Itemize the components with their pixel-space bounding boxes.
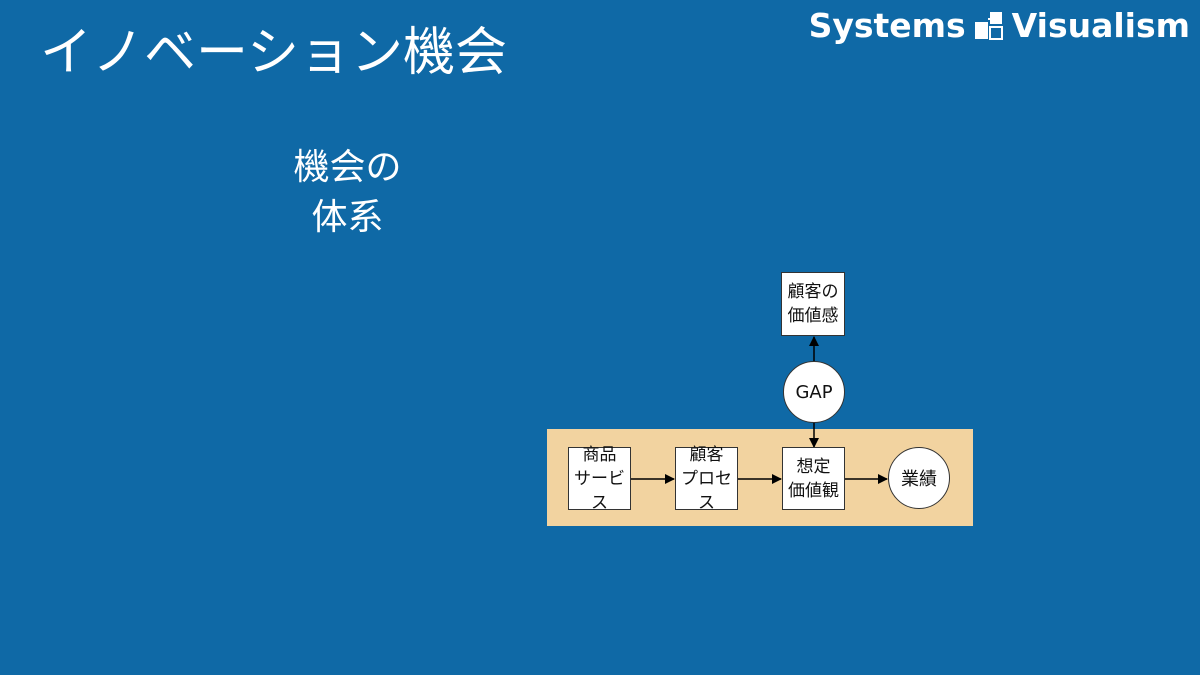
node-value-perception-label: 顧客の 価値感 (787, 282, 839, 326)
node-product-service: 商品 サービス (568, 445, 631, 513)
node-product-service-label: 商品 サービス (574, 444, 625, 513)
node-gap: GAP (783, 361, 845, 423)
systems-visualism-logo-icon (974, 11, 1003, 40)
node-customer-process: 顧客 プロセス (675, 445, 738, 513)
subtitle: 機会の 体系 (293, 147, 402, 238)
slide-title: イノベーション機会 (40, 23, 507, 83)
brand-word-left: Systems (808, 6, 966, 45)
brand-word-right: Visualism (1011, 6, 1190, 45)
node-gap-label: GAP (795, 381, 833, 403)
node-results-label: 業績 (901, 469, 937, 490)
node-assumed-value: 想定 価値観 (782, 447, 845, 510)
node-results: 業績 (888, 447, 950, 509)
node-value-perception: 顧客の 価値感 (781, 272, 845, 336)
node-customer-process-label: 顧客 プロセス (681, 444, 732, 513)
node-assumed-value-label: 想定 価値観 (788, 456, 839, 501)
brand-logo: Systems Visualism (809, 6, 1190, 45)
